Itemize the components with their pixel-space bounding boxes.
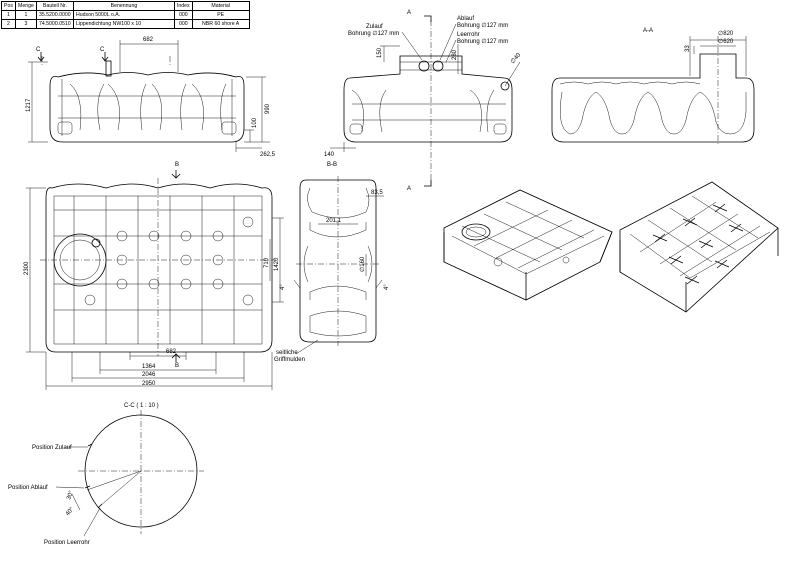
section-b-b-title: B-B (327, 162, 337, 168)
star-rib (682, 217, 698, 227)
side-view: A A Zulauf Bohrung ∅127 mm Ablauf Bohrun… (324, 10, 523, 192)
dim-990: 990 (265, 103, 271, 114)
bill-of-materials-table: Pos Menge Bauteil Nr. Benennung Index Ma… (1, 1, 250, 29)
bom-header-row: Pos Menge Bauteil Nr. Benennung Index Ma… (1, 1, 250, 11)
reinforcement-boss (148, 230, 160, 242)
section-b-label-bottom: B (175, 363, 179, 369)
dim-150: 150 (377, 47, 383, 58)
dim-682-top: 682 (143, 37, 154, 43)
section-b-b-view: B-B 83,5 201,1 ∅160 4° 4° seitliche Grif… (274, 162, 390, 363)
top-view: B B 2300 1420 710 682 1364 2046 2950 (24, 162, 284, 390)
reinforcement-boss (84, 294, 96, 306)
dim-d40: ∅40 (509, 51, 522, 65)
reinforcement-boss (180, 278, 192, 290)
dim-83-5: 83,5 (371, 190, 383, 196)
reinforcement-boss (148, 278, 160, 290)
angle-30: 30° (66, 490, 75, 501)
section-a-label-top: A (407, 10, 411, 16)
inlet-bore: Bohrung ∅127 mm (348, 30, 399, 37)
outlet-bore: Bohrung ∅127 mm (457, 22, 508, 29)
dim-201-1: 201,1 (326, 218, 342, 224)
angle-40: 40° (65, 506, 76, 517)
dim-angle-right: 4° (384, 284, 390, 290)
drain-label: Leerrohr (457, 32, 480, 38)
dim-d620: ∅620 (718, 38, 734, 45)
dim-1420: 1420 (274, 257, 280, 271)
section-c-c-title: C-C ( 1 : 10 ) (124, 403, 159, 409)
dim-100: 100 (252, 117, 258, 128)
drain-bore: Bohrung ∅127 mm (457, 38, 508, 45)
dim-2046: 2046 (142, 372, 156, 378)
isometric-view-left (443, 189, 613, 301)
reinforcement-boss (212, 230, 224, 242)
dim-2300: 2300 (24, 261, 30, 275)
section-c-c-view: C-C ( 1 : 10 ) 30° 40° Position Zulauf P… (8, 403, 204, 546)
star-rib (712, 203, 728, 213)
reinforcement-boss (180, 230, 192, 242)
dim-33: 33 (685, 45, 691, 52)
bom-cell: NBR 60 shore A (191, 19, 250, 29)
section-b-label-top: B (175, 162, 179, 168)
reinforcement-boss (116, 230, 128, 242)
reinforcement-boss (212, 278, 224, 290)
star-rib (652, 233, 668, 243)
front-view: C C 682 1217 990 100 262,5 (26, 37, 276, 158)
section-c-label-right: C (100, 47, 105, 53)
position-inlet: Position Zulauf (32, 445, 72, 451)
dim-1364: 1364 (142, 364, 156, 370)
star-rib (684, 275, 700, 285)
reinforcement-boss (116, 278, 128, 290)
dim-angle-left: 4° (280, 284, 286, 290)
dim-140: 140 (324, 152, 335, 158)
grip-note-line2: Griffmulden (274, 357, 305, 363)
isometric-star-ribs (652, 203, 744, 285)
star-rib (714, 259, 730, 269)
isometric-view-right (619, 181, 779, 313)
dim-682-bottom: 682 (166, 349, 177, 355)
reinforcement-boss (242, 216, 254, 228)
star-rib (698, 239, 714, 249)
dim-710: 710 (264, 257, 270, 268)
section-a-a-view: A-A ∅820 ∅620 33 (551, 28, 755, 146)
star-rib (728, 223, 744, 233)
dim-262-5: 262,5 (260, 152, 276, 158)
dim-280: 280 (452, 49, 458, 60)
outlet-label: Ablauf (457, 16, 474, 22)
inlet-label: Zulauf (366, 24, 383, 30)
section-a-a-title: A-A (643, 28, 653, 34)
bom-cell: Lippendichtung NW100 x 10 (72, 19, 175, 29)
grip-note-line1: seitliche (276, 350, 298, 356)
dim-d820: ∅820 (718, 30, 734, 37)
star-rib (668, 255, 684, 265)
bom-row: 2 3 74.5000.0510 Lippendichtung NW100 x … (1, 19, 250, 29)
position-outlet: Position Ablauf (8, 485, 48, 491)
section-a-label-bottom: A (407, 186, 411, 192)
dim-2950: 2950 (142, 381, 156, 387)
position-drain: Position Leerrohr (44, 540, 90, 546)
reinforcement-boss (242, 294, 254, 306)
section-c-label-left: C (36, 47, 41, 53)
dim-1217: 1217 (26, 98, 32, 112)
dim-d160: ∅160 (359, 256, 366, 272)
